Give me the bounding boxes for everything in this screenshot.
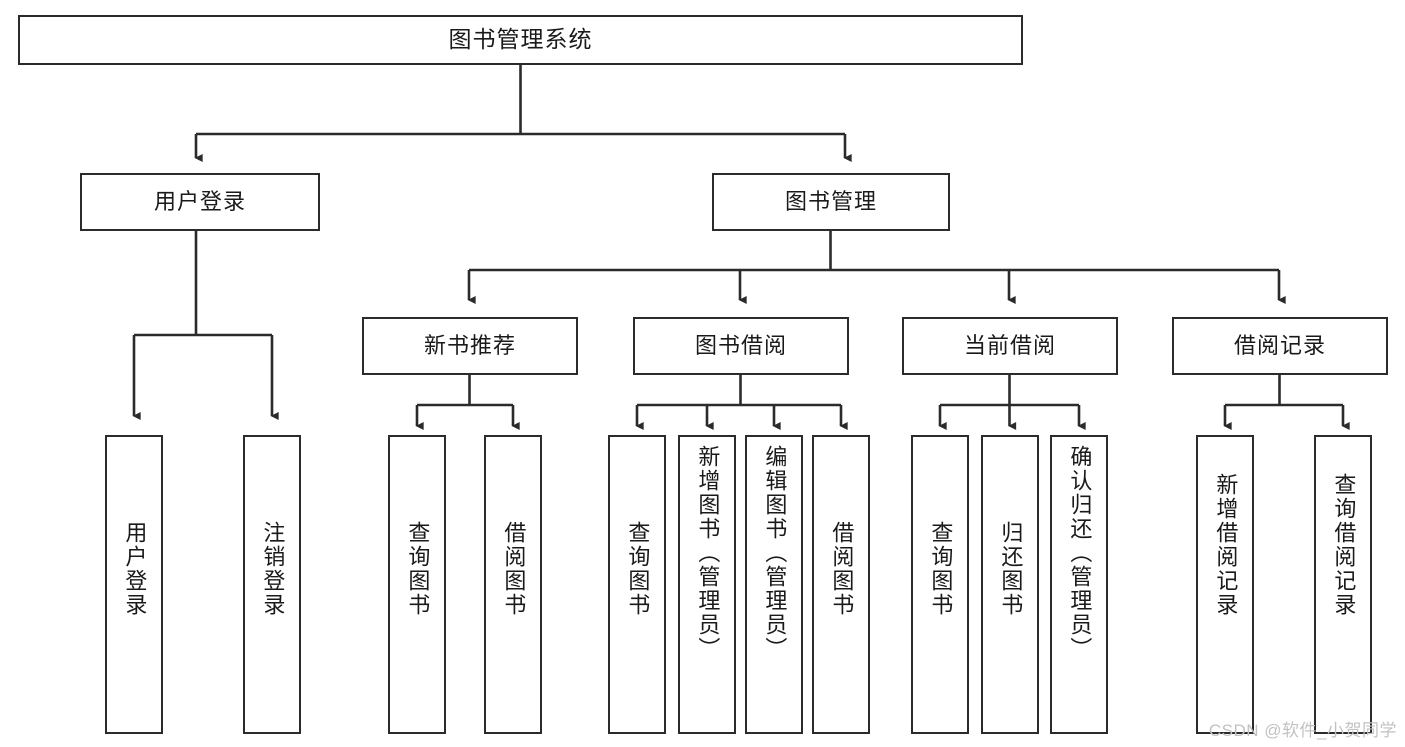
node-leaf-borrow-book-2[interactable]: 借阅图书 xyxy=(812,435,870,734)
node-leaf-confirm-return[interactable]: 确认归还（管理员） xyxy=(1050,435,1108,734)
node-user-login-label: 用户登录 xyxy=(153,189,246,215)
node-leaf-confirm-return-label: 确认归还（管理员） xyxy=(1067,445,1093,661)
node-borrow-record[interactable]: 借阅记录 xyxy=(1172,317,1388,375)
node-new-book-recommend-label: 新书推荐 xyxy=(423,333,516,359)
node-leaf-return-book[interactable]: 归还图书 xyxy=(981,435,1039,734)
node-leaf-add-record[interactable]: 新增借阅记录 xyxy=(1196,435,1254,734)
node-leaf-add-record-label: 新增借阅记录 xyxy=(1213,473,1239,617)
node-leaf-borrow-book-1-label: 借阅图书 xyxy=(501,521,527,617)
node-root[interactable]: 图书管理系统 xyxy=(18,15,1023,65)
node-leaf-query-record-label: 查询借阅记录 xyxy=(1331,473,1357,617)
node-book-borrow-label: 图书借阅 xyxy=(694,333,787,359)
node-root-label: 图书管理系统 xyxy=(448,26,593,53)
node-book-manage-label: 图书管理 xyxy=(784,189,877,215)
node-leaf-query-book-1-label: 查询图书 xyxy=(405,521,431,617)
node-book-manage[interactable]: 图书管理 xyxy=(712,173,950,231)
node-leaf-user-login-label: 用户登录 xyxy=(122,521,148,617)
node-leaf-return-book-label: 归还图书 xyxy=(998,521,1024,617)
node-leaf-query-book-2-label: 查询图书 xyxy=(625,521,651,617)
node-book-borrow[interactable]: 图书借阅 xyxy=(633,317,849,375)
node-user-login[interactable]: 用户登录 xyxy=(80,173,320,231)
node-leaf-query-book-3[interactable]: 查询图书 xyxy=(911,435,969,734)
node-leaf-borrow-book-1[interactable]: 借阅图书 xyxy=(484,435,542,734)
node-leaf-add-book-label: 新增图书（管理员） xyxy=(695,445,721,661)
node-current-borrow-label: 当前借阅 xyxy=(963,333,1056,359)
node-current-borrow[interactable]: 当前借阅 xyxy=(902,317,1118,375)
node-new-book-recommend[interactable]: 新书推荐 xyxy=(362,317,578,375)
node-leaf-query-book-3-label: 查询图书 xyxy=(928,521,954,617)
node-leaf-query-record[interactable]: 查询借阅记录 xyxy=(1314,435,1372,734)
node-leaf-logout-label: 注销登录 xyxy=(260,521,286,617)
node-leaf-query-book-2[interactable]: 查询图书 xyxy=(608,435,666,734)
node-leaf-borrow-book-2-label: 借阅图书 xyxy=(829,521,855,617)
csdn-watermark: CSDN @软件_小贺同学 xyxy=(1208,721,1397,740)
node-leaf-edit-book-label: 编辑图书（管理员） xyxy=(762,445,788,661)
node-borrow-record-label: 借阅记录 xyxy=(1233,333,1326,359)
node-leaf-add-book[interactable]: 新增图书（管理员） xyxy=(678,435,736,734)
node-leaf-user-login[interactable]: 用户登录 xyxy=(105,435,163,734)
node-leaf-query-book-1[interactable]: 查询图书 xyxy=(388,435,446,734)
node-leaf-logout[interactable]: 注销登录 xyxy=(243,435,301,734)
node-leaf-edit-book[interactable]: 编辑图书（管理员） xyxy=(745,435,803,734)
